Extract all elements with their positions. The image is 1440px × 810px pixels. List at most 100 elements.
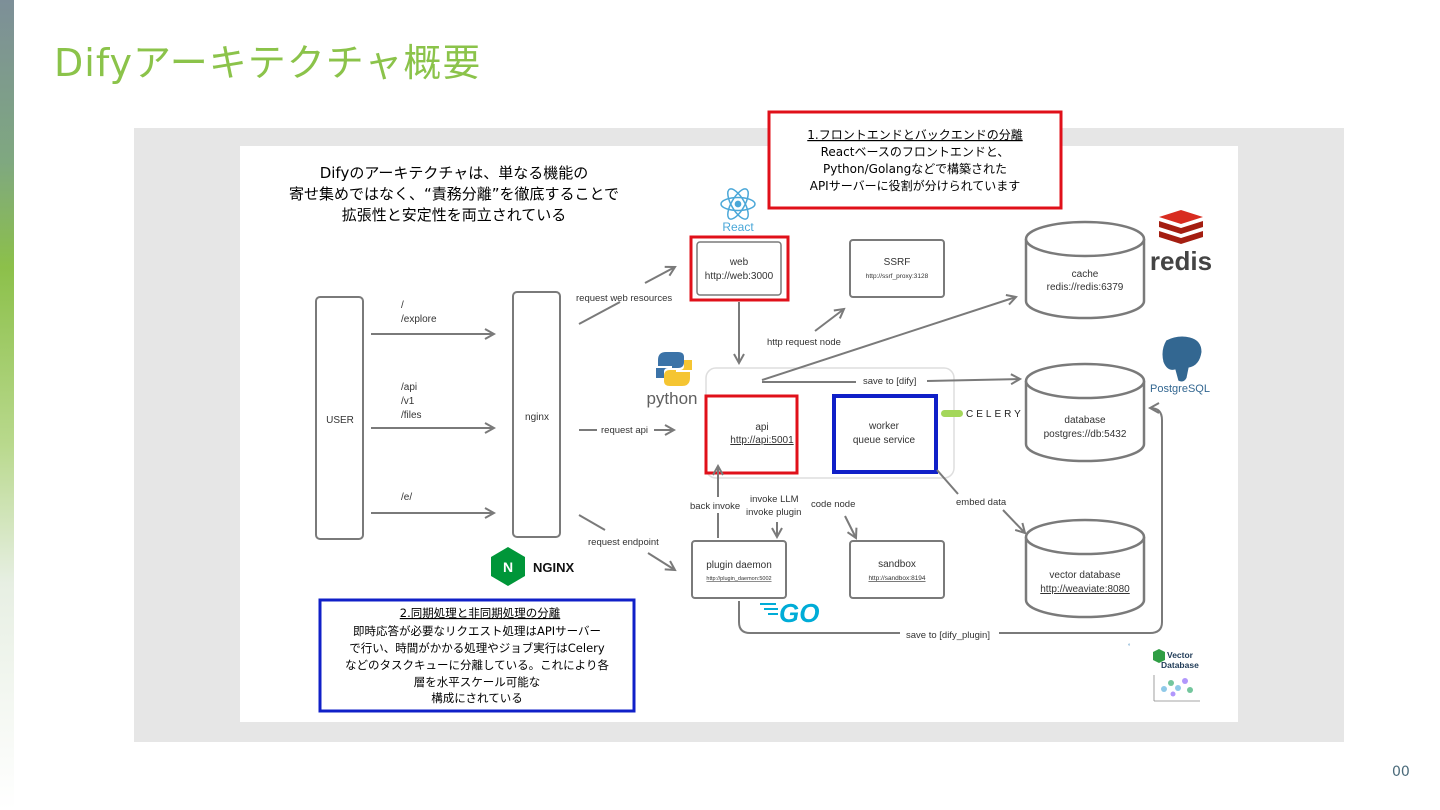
callout-frontend-backend: 1.フロントエンドとバックエンドの分離 Reactベースのフロントエンドと、 P… [767, 110, 1063, 210]
callout-async-line-4: 層を水平スケール可能な [414, 675, 541, 689]
callout-sync-async: 2.同期処理と非同期処理の分離 即時応答が必要なリクエスト処理はAPIサーバー … [318, 598, 636, 713]
api-name: api [755, 422, 768, 433]
callout-async-heading: 2.同期処理と非同期処理の分離 [400, 606, 561, 620]
ssrf-name: SSRF [884, 257, 911, 268]
edge-back-invoke: back invoke [690, 501, 740, 512]
callout-frontend-line-2: Python/Golangなどで構築された [823, 161, 1007, 176]
redis-wordmark: redis [1150, 246, 1212, 276]
sandbox-node: sandbox http://sandbox:8194 [849, 540, 945, 599]
vector-db-url: http://weaviate:8080 [1040, 584, 1130, 595]
go-logo: GO [760, 598, 819, 628]
nginx-node: nginx [512, 291, 561, 538]
database-node: database postgres://db:5432 [1024, 362, 1146, 463]
vector-database-logo: ° Vector Database [1128, 644, 1200, 702]
callout-async-line-3: などのタスクキューに分離している。これにより各 [345, 658, 609, 672]
vector-cube-icon [1153, 649, 1165, 663]
callout-async-line-2: で行い、時間がかかる処理やジョブ実行はCelery [349, 641, 605, 655]
edge-code-node: code node [811, 499, 855, 510]
route-explore: /explore [401, 314, 437, 325]
callout-async-line-5: 構成にされている [431, 691, 522, 705]
backend-group-outline [705, 367, 955, 479]
api-url: http://api:5001 [730, 435, 794, 446]
sandbox-url: http://sandbox:8194 [868, 575, 925, 582]
ssrf-url: http://ssrf_proxy:3128 [866, 273, 929, 280]
edge-save-to-dify-plugin: save to [dify_plugin] [906, 630, 990, 641]
nginx-label: nginx [525, 412, 549, 423]
route-files: /files [401, 410, 422, 421]
intro-line-1: Difyのアーキテクチャは、単なる機能の [320, 164, 589, 182]
edge-request-api: request api [601, 425, 648, 436]
worker-node: worker queue service [832, 394, 938, 474]
callout-async-line-1: 即時応答が必要なリクエスト処理はAPIサーバー [353, 624, 601, 638]
nginx-wordmark: NGINX [533, 560, 575, 575]
python-logo: python [646, 352, 698, 408]
plugin-daemon-url: http://plugin_daemon:5002 [706, 576, 771, 582]
vector-db-name: vector database [1049, 570, 1121, 581]
vector-scatter-icon [1153, 675, 1200, 702]
edge-invoke-llm: invoke LLM [750, 494, 799, 505]
web-url: http://web:3000 [705, 271, 774, 282]
postgresql-elephant-icon [1161, 335, 1203, 383]
side-accent-bar [0, 0, 14, 810]
edge-embed-data: embed data [956, 497, 1007, 508]
database-url: postgres://db:5432 [1044, 429, 1127, 440]
user-label: USER [326, 415, 354, 426]
route-root: / [401, 300, 404, 311]
nginx-outgoing-arrows [578, 267, 675, 570]
python-label: python [646, 389, 697, 408]
edge-save-to-dify: save to [dify] [863, 376, 916, 387]
react-label: React [722, 220, 754, 234]
page-number: 00 [1392, 764, 1410, 780]
vector-database-node: vector database http://weaviate:8080 [1024, 518, 1146, 619]
edge-request-endpoint: request endpoint [588, 537, 659, 548]
edge-invoke-plugin: invoke plugin [746, 507, 801, 518]
postgresql-logo: PostgreSQL [1150, 335, 1210, 395]
database-name: database [1064, 415, 1106, 426]
internal-flows [718, 297, 1163, 634]
web-name: web [729, 257, 749, 268]
react-atom-icon [720, 188, 756, 220]
route-e: /e/ [401, 492, 412, 503]
plugin-daemon-name: plugin daemon [706, 560, 772, 571]
python-snake-icon [656, 352, 692, 386]
intro-line-2: 寄せ集めではなく、“責務分離”を徹底することで [289, 185, 619, 203]
celery-label: CELERY [966, 409, 1024, 420]
cache-node: cache redis://redis:6379 [1024, 220, 1146, 320]
go-wordmark: GO [779, 598, 819, 628]
edge-http-request-node: http request node [767, 337, 841, 348]
worker-desc: queue service [853, 435, 916, 446]
slide-title: Difyアーキテクチャ概要 [54, 41, 482, 85]
callout-frontend-line-3: APIサーバーに役割が分けられています [810, 178, 1021, 193]
route-labels: / /explore /api /v1 /files /e/ [401, 300, 437, 503]
web-node: web http://web:3000 [689, 235, 790, 302]
route-api: /api [401, 382, 417, 393]
svg-text:N: N [503, 559, 513, 575]
vector-label-line-1: Vector [1167, 650, 1194, 660]
nginx-hex-icon [491, 547, 525, 586]
worker-name: worker [868, 421, 900, 432]
cache-url: redis://redis:6379 [1047, 282, 1124, 293]
user-node: USER [315, 296, 364, 540]
callout-frontend-heading: 1.フロントエンドとバックエンドの分離 [807, 128, 1022, 142]
route-v1: /v1 [401, 396, 415, 407]
intro-text: Difyのアーキテクチャは、単なる機能の 寄せ集めではなく、“責務分離”を徹底す… [289, 164, 619, 224]
go-speed-lines-icon [760, 603, 778, 615]
edge-request-web-resources: request web resources [576, 293, 672, 304]
redis-stack-icon [1159, 210, 1203, 244]
api-node: api http://api:5001 [704, 394, 799, 475]
callout-frontend-line-1: Reactベースのフロントエンドと、 [821, 145, 1010, 159]
nginx-logo: N NGINX [491, 547, 575, 586]
redis-logo: redis [1150, 210, 1212, 276]
react-logo: React [720, 188, 756, 234]
postgresql-label: PostgreSQL [1150, 383, 1210, 395]
celery-logo: CELERY [941, 409, 1024, 420]
user-to-nginx-arrows [371, 334, 494, 513]
intro-line-3: 拡張性と安定性を両立されている [342, 206, 567, 224]
sandbox-name: sandbox [878, 559, 916, 570]
plugin-daemon-node: plugin daemon http://plugin_daemon:5002 [691, 540, 787, 599]
cache-name: cache [1072, 269, 1099, 280]
ssrf-node: SSRF http://ssrf_proxy:3128 [849, 239, 945, 298]
vector-label-line-2: Database [1161, 660, 1199, 670]
celery-icon [941, 410, 963, 417]
